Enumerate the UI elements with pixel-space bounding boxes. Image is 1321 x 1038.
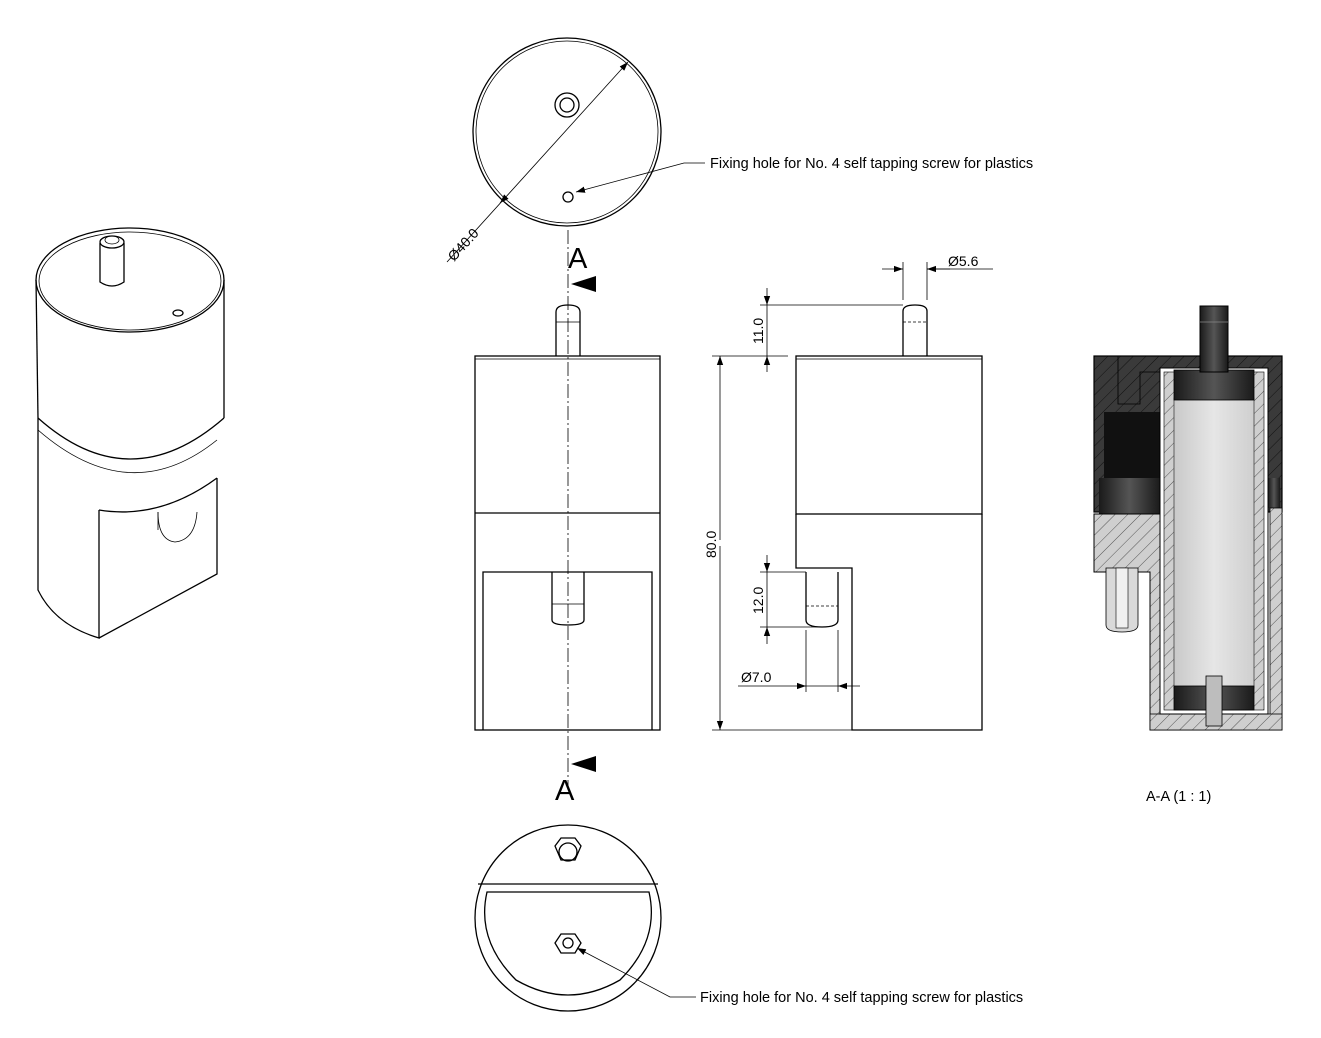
leader-line-top	[575, 162, 705, 193]
note-fixing-hole-top: Fixing hole for No. 4 self tapping screw…	[710, 156, 1033, 172]
dimension-dia-outer: Ø40.0	[444, 225, 482, 264]
dimension-dia-spigot: Ø5.6	[948, 253, 979, 269]
section-view-a-a: A-A (1 : 1)	[1093, 305, 1283, 805]
dimension-nozzle-length: 12.0	[750, 587, 766, 614]
top-view: Ø40.0 Fixing hole for No. 4 self tapping…	[444, 37, 1033, 264]
dimension-spigot-length: 11.0	[750, 318, 766, 344]
front-view	[474, 230, 661, 790]
section-marker-top: A	[568, 243, 596, 292]
svg-text:A: A	[568, 243, 588, 275]
leader-line-bottom	[576, 947, 696, 998]
diameter-dimension-line	[446, 61, 629, 263]
side-view: Ø5.6 11.0 80.0 12.0 Ø7.0	[703, 253, 993, 731]
note-fixing-hole-bottom: Fixing hole for No. 4 self tapping screw…	[700, 990, 1023, 1006]
section-marker-bottom: A	[555, 756, 596, 807]
svg-text:A: A	[555, 775, 575, 807]
section-caption: A-A (1 : 1)	[1146, 789, 1211, 805]
dimension-dia-nozzle: Ø7.0	[741, 669, 772, 685]
bottom-view: Fixing hole for No. 4 self tapping screw…	[474, 824, 1023, 1012]
dimension-overall-height: 80.0	[703, 531, 719, 558]
isometric-view	[35, 227, 225, 639]
